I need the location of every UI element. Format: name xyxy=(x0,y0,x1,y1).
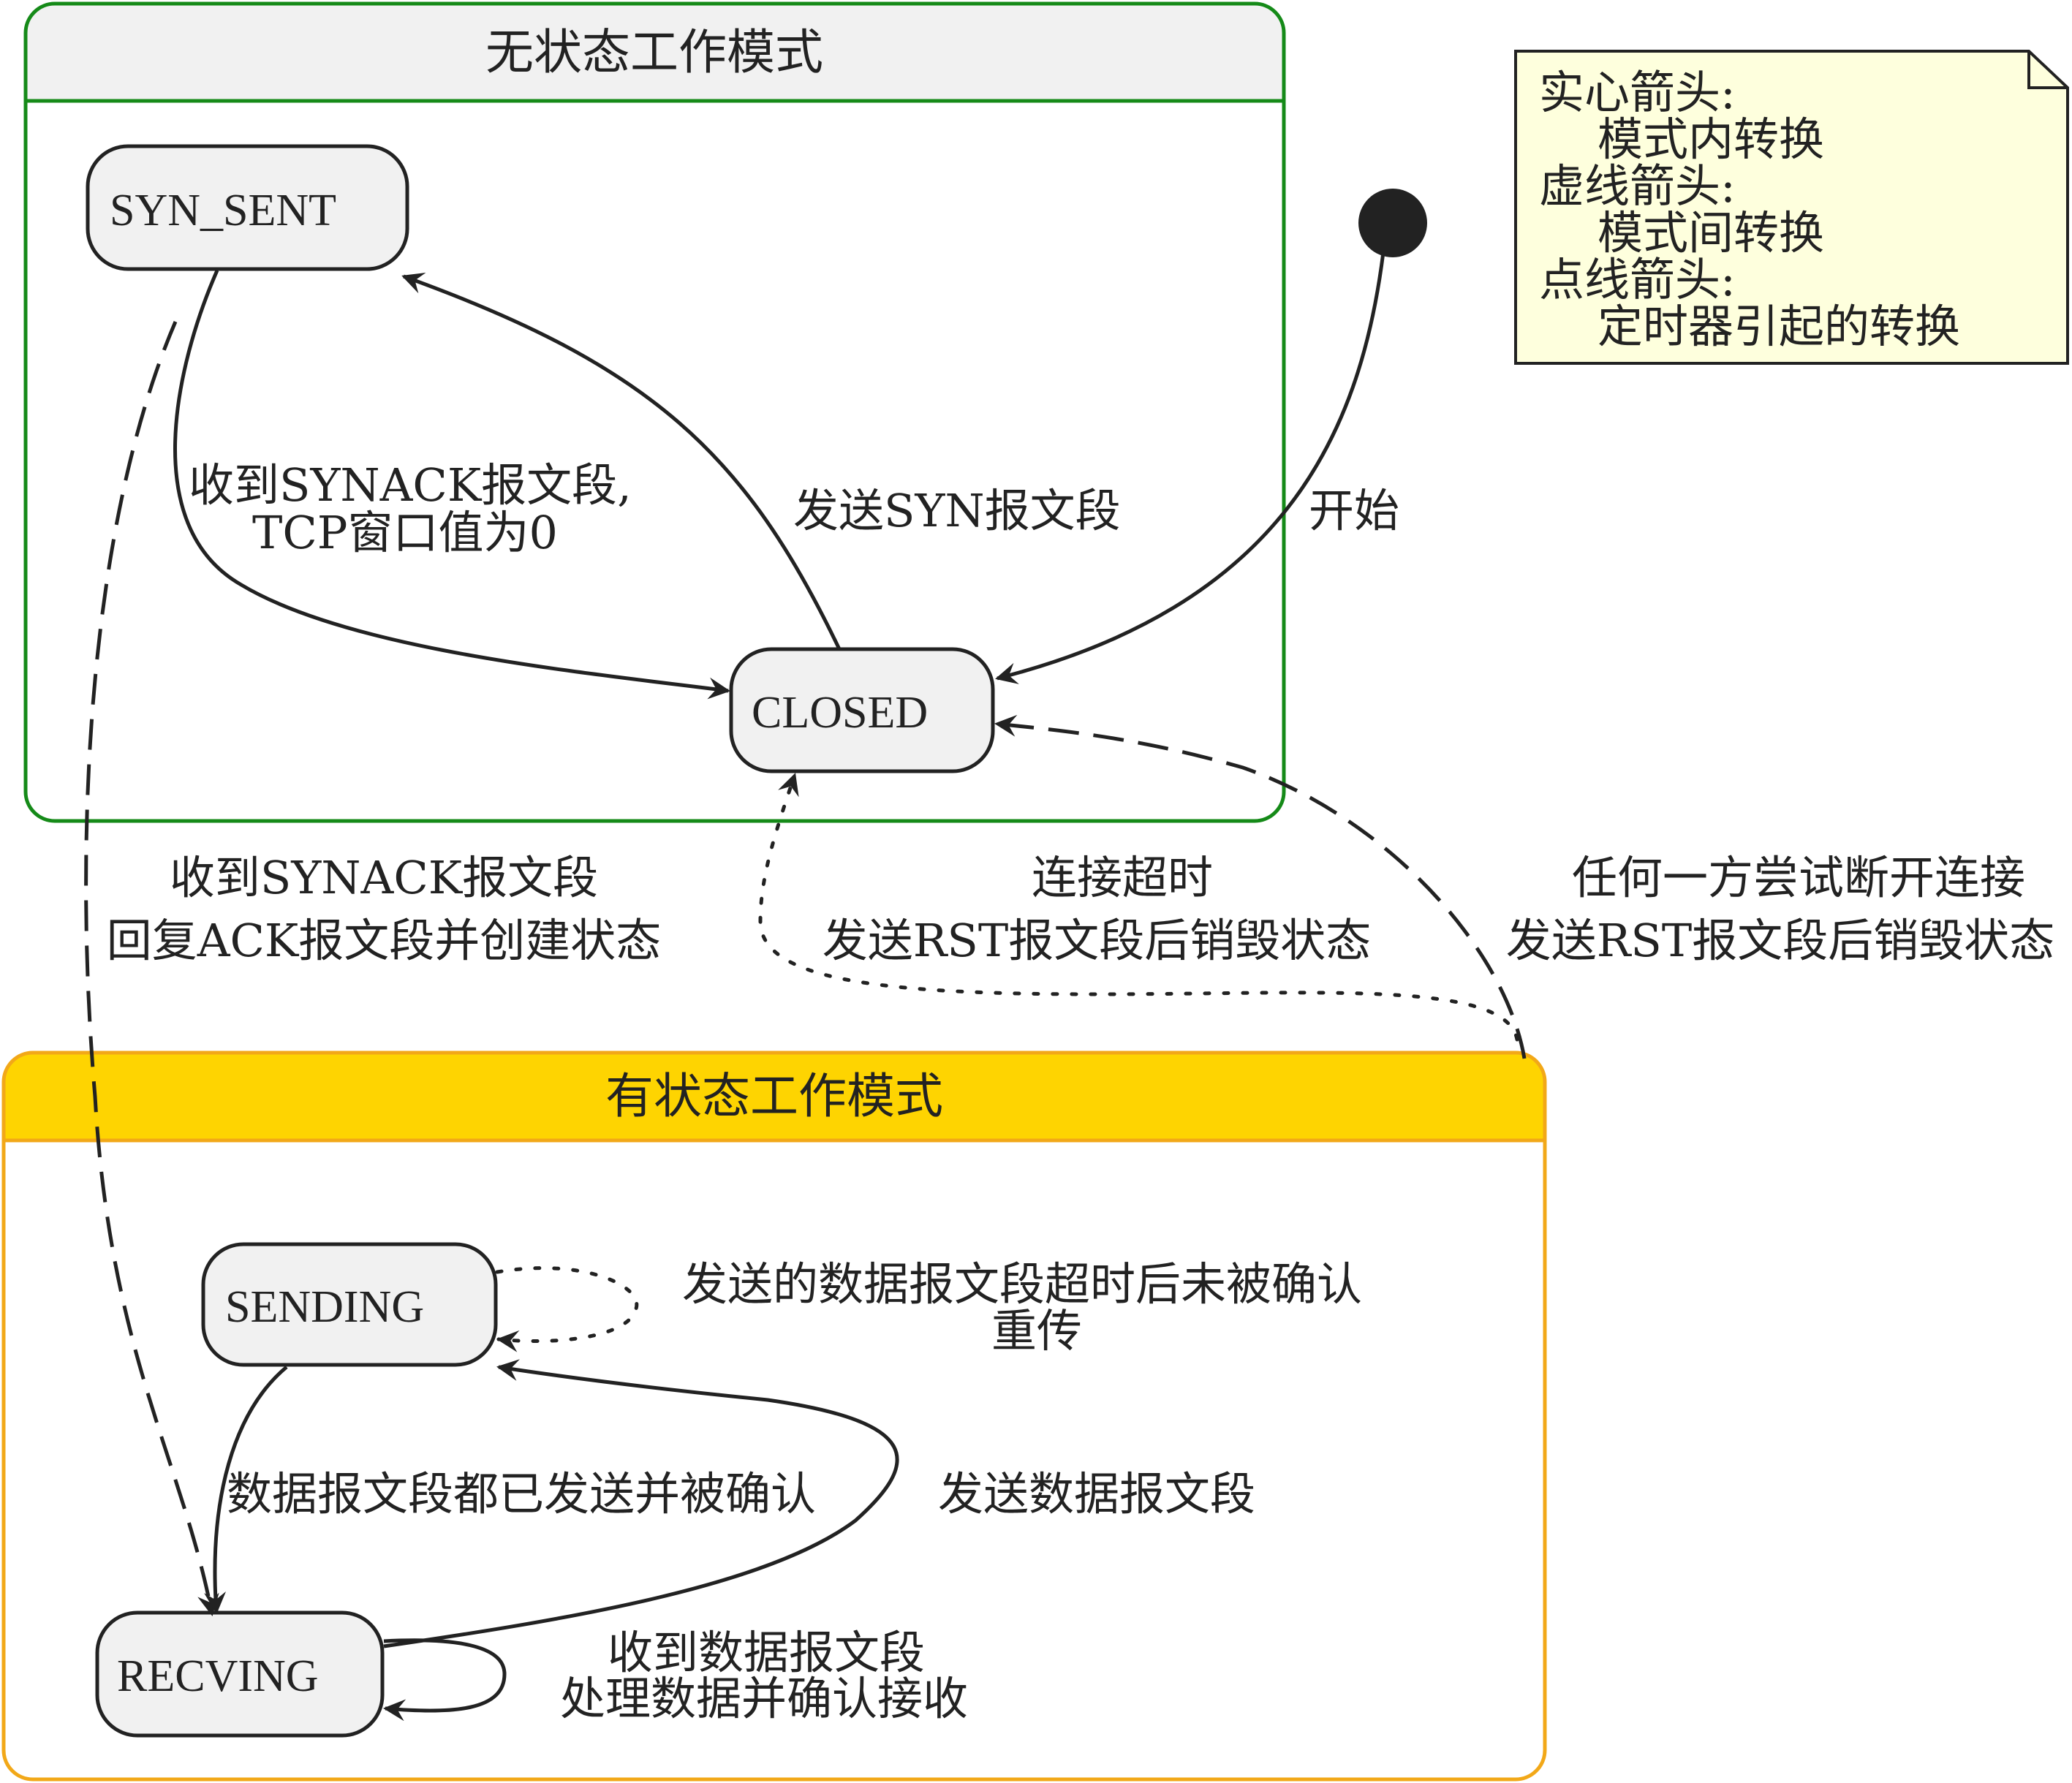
label-recv-synack-2: TCP窗口值为0 xyxy=(252,506,558,559)
start-node xyxy=(1358,189,1427,257)
state-recving[interactable]: RECVING xyxy=(95,1610,385,1738)
legend-note-fold xyxy=(2027,51,2068,89)
edge-start-to-closed xyxy=(995,251,1385,684)
legend-line-2: 模式内转换 xyxy=(1598,113,1824,166)
state-sending[interactable]: SENDING xyxy=(201,1242,498,1367)
stateful-group-header xyxy=(4,1053,1545,1140)
label-send-syn: 发送SYN报文段 xyxy=(793,484,1121,537)
stateless-group: 无状态工作模式 xyxy=(23,1,1286,823)
legend-note: 实心箭头: 模式内转换 虚线箭头: 模式间转换 点线箭头: 定时器引起的转换 xyxy=(1514,50,2069,365)
legend-line-5: 点线箭头: xyxy=(1539,253,1736,306)
label-timeout-2: 发送RST报文段后销毁状态 xyxy=(823,914,1372,967)
label-retransmit-2: 重传 xyxy=(991,1304,1082,1358)
legend-line-1: 实心箭头: xyxy=(1539,66,1736,119)
stateless-group-border xyxy=(23,1,1286,823)
state-sending-label: SENDING xyxy=(225,1282,424,1332)
edge-sending-retransmit xyxy=(495,1266,639,1352)
edge-sending-to-recving xyxy=(204,1366,288,1614)
legend-note-box xyxy=(1514,50,2069,365)
stateful-group-title: 有状态工作模式 xyxy=(605,1068,943,1124)
edge-syn-sent-to-recving xyxy=(84,321,219,1616)
label-disconnect-2: 发送RST报文段后销毁状态 xyxy=(1506,914,2055,967)
edge-stateful-to-closed-timeout xyxy=(758,773,1519,1042)
stateless-group-header xyxy=(26,4,1284,101)
stateful-group-border xyxy=(1,1051,1547,1782)
legend-line-6: 定时器引起的转换 xyxy=(1598,300,1960,353)
label-recv-synack-ack-2: 回复ACK报文段并创建状态 xyxy=(107,914,662,967)
legend-line-3: 虚线箭头: xyxy=(1539,159,1736,213)
label-disconnect-1: 任何一方尝试断开连接 xyxy=(1572,851,2025,904)
state-syn-sent-label: SYN_SENT xyxy=(110,186,336,235)
stateful-group: 有状态工作模式 xyxy=(1,1051,1547,1782)
state-recving-label: RECVING xyxy=(117,1651,319,1701)
label-start: 开始 xyxy=(1309,484,1399,537)
state-closed[interactable]: CLOSED xyxy=(729,647,995,773)
edge-recving-to-sending xyxy=(383,1359,899,1648)
label-recv-data-1: 收到数据报文段 xyxy=(608,1626,925,1679)
stateless-group-title: 无状态工作模式 xyxy=(485,24,823,80)
edge-stateful-to-closed-disconnect xyxy=(994,714,1527,1059)
state-closed-label: CLOSED xyxy=(752,688,928,738)
label-recv-data-2: 处理数据并确认接收 xyxy=(560,1672,968,1725)
state-syn-sent[interactable]: SYN_SENT xyxy=(86,144,409,271)
label-recv-synack-ack-1: 收到SYNACK报文段 xyxy=(170,851,598,904)
label-all-acked: 数据报文段都已发送并被确认 xyxy=(227,1467,816,1521)
edge-syn-sent-to-closed xyxy=(173,269,730,700)
label-retransmit-1: 发送的数据报文段超时后未被确认 xyxy=(682,1257,1362,1311)
label-send-data: 发送数据报文段 xyxy=(938,1467,1255,1521)
label-timeout-1: 连接超时 xyxy=(1032,851,1213,904)
edge-closed-to-syn-sent xyxy=(401,273,842,651)
legend-line-4: 模式间转换 xyxy=(1598,206,1824,260)
label-recv-synack-1: 收到SYNACK报文段, xyxy=(189,458,632,512)
edge-recving-self-loop xyxy=(383,1638,507,1722)
